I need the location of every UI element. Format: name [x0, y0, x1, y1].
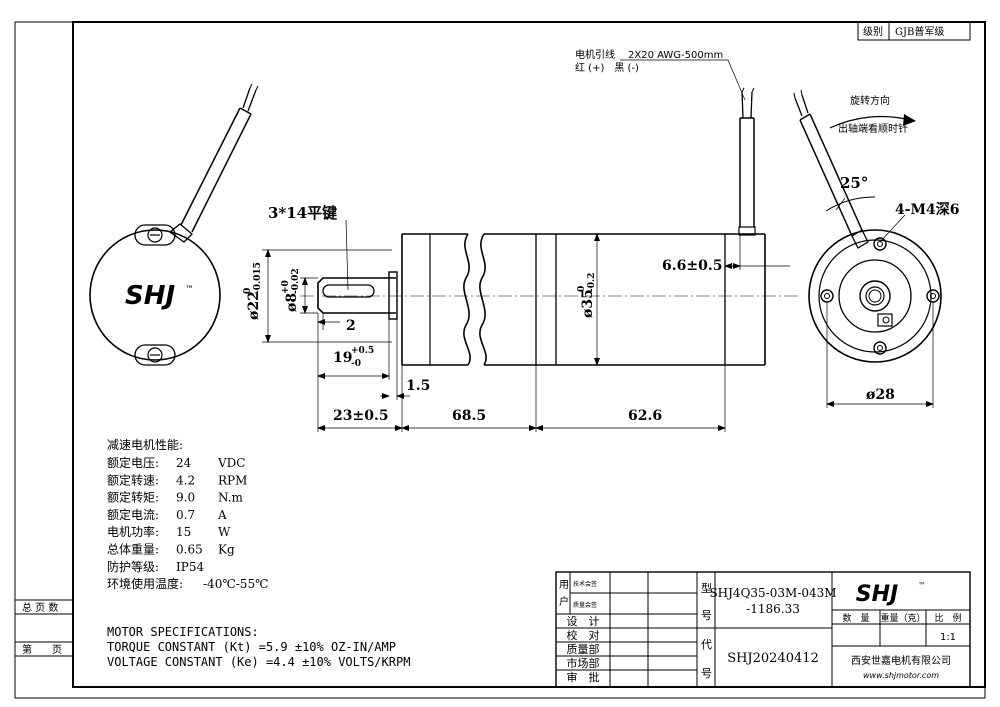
dim-62-6: 62.6	[628, 408, 662, 424]
shaft-dia-tol-up: 0	[243, 288, 253, 294]
spec-label: 总体重量:	[107, 543, 159, 557]
title-logo: SHJ	[856, 582, 898, 607]
dim-28: ø28	[866, 387, 895, 403]
tech-sign-label: 技术会签	[573, 580, 597, 588]
spec-value: 4.2	[176, 473, 195, 487]
drawing-code: SHJ20240412	[727, 651, 819, 666]
specs-en-voltage: VOLTAGE CONSTANT (Ke) =4.4 ±10% VOLTS/KR…	[107, 655, 410, 669]
model-line-2: -1186.33	[746, 602, 800, 616]
spec-unit: N.m	[218, 491, 244, 505]
spec-unit: Kg	[218, 543, 235, 557]
spec-unit: RPM	[218, 473, 247, 487]
lead-wire-label: 电机引线	[575, 48, 615, 61]
code-label-bottom: 号	[701, 667, 712, 680]
rotation-label: 旋转方向	[850, 94, 890, 107]
dim-1-5: 1.5	[406, 378, 430, 394]
specs-en-title: MOTOR SPECIFICATIONS:	[107, 625, 259, 639]
dim-23: 23±0.5	[333, 408, 389, 424]
specs-cn: 减速电机性能: 额定电压: 24 VDC 额定转速: 4.2 RPM 额定转矩: 9.0 N.m…	[107, 438, 269, 591]
type-label-top: 型	[701, 581, 712, 595]
spec-value: 9.0	[176, 491, 195, 505]
user-label-top: 用	[559, 580, 569, 591]
specs-en: MOTOR SPECIFICATIONS: TORQUE CONSTANT (K…	[107, 625, 410, 669]
type-label-bottom: 号	[701, 609, 712, 622]
spec-value: 15	[176, 525, 191, 539]
shaft-len-value: 19	[333, 350, 352, 366]
grade-value: GJB普军级	[895, 25, 944, 38]
shaft-len-tol-up: +0.5	[351, 346, 374, 356]
company-website: www.shjmotor.com	[863, 671, 939, 680]
left-view-logo: SHJ	[125, 281, 175, 311]
signoff-row-label: 质量部	[567, 642, 600, 656]
key-label: 3*14平键	[268, 204, 337, 222]
grade-box	[857, 21, 971, 41]
spec-value: -40℃-55℃	[203, 577, 269, 591]
page-number-label: 第 页	[22, 643, 62, 656]
body-dia-value: ø35	[580, 289, 596, 318]
weight-label: 重量（克）	[880, 612, 925, 624]
shaft-len-tol-low: -0	[351, 359, 361, 369]
spec-label: 防护等级:	[107, 559, 159, 574]
holes-label: 4-M4深6	[895, 201, 960, 218]
spec-value: 0.65	[176, 543, 203, 557]
shaft-dia-value: ø22	[246, 291, 262, 320]
spec-label: 额定转速:	[107, 472, 159, 487]
rotation-desc-label: 出轴端看顺时针	[838, 122, 908, 135]
spec-value: 0.7	[176, 508, 195, 522]
body-dia-tol-low: -0.2	[587, 273, 597, 292]
left-view-tm: ™	[185, 285, 194, 295]
dim-2: 2	[346, 318, 356, 334]
signoff-row-label: 市场部	[567, 656, 600, 670]
qty-label: 数 量	[842, 612, 869, 624]
spec-label: 额定转矩:	[107, 490, 159, 505]
sheet-border	[14, 21, 986, 699]
spec-label: 额定电流:	[107, 507, 159, 522]
spec-label: 电机功率:	[107, 524, 159, 539]
shaft-dia-dim: ø22 0 -0.015	[243, 262, 263, 320]
side-view	[317, 87, 766, 366]
dim-68-5: 68.5	[452, 408, 486, 424]
shaft-d8-value: ø8	[284, 293, 300, 312]
spec-unit: W	[218, 525, 231, 539]
title-block	[555, 571, 971, 688]
shaft-dia-tol-low: -0.015	[253, 262, 263, 294]
specs-en-torque: TORQUE CONSTANT (Kt) =5.9 ±10% OZ-IN/AMP	[107, 640, 396, 654]
body-dia-tol-up: 0	[577, 286, 587, 292]
scale-value: 1:1	[940, 632, 956, 643]
left-end-view	[89, 83, 259, 366]
scale-label: 比 例	[934, 612, 961, 624]
grade-label: 级别	[863, 26, 883, 38]
shaft-d8-dim: ø8 +0 -0.02	[281, 268, 301, 312]
spec-label: 环境使用温度:	[107, 576, 183, 591]
company-name: 西安世嘉电机有限公司	[851, 654, 951, 667]
lead-spec-label: 2X20 AWG-500mm	[628, 50, 723, 61]
user-label-bottom: 户	[559, 595, 569, 608]
shaft-d8-tol-low: -0.02	[291, 268, 301, 294]
rotation-arrowhead	[903, 114, 916, 126]
body-dia-dim: ø35 0 -0.2	[577, 273, 597, 318]
signoff-row-label: 设 计	[567, 615, 600, 628]
title-logo-tm: ™	[918, 581, 926, 590]
signoff-row-label: 审 批	[567, 670, 600, 684]
dimension-lines	[262, 59, 934, 432]
spec-unit: VDC	[217, 456, 245, 470]
lead-colors-label: 红 (+) 黑 (-)	[575, 61, 639, 74]
quality-sign-label: 质量会签	[573, 601, 597, 609]
dim-6-6: 6.6±0.5	[662, 258, 722, 274]
specs-cn-title: 减速电机性能:	[107, 438, 183, 452]
spec-value: 24	[176, 456, 192, 470]
shaft-d8-tol-up: +0	[281, 280, 291, 294]
signoff-row-label: 校 对	[567, 628, 600, 642]
model-line-1: SHJ4Q35-03M-043M	[709, 586, 836, 600]
spec-unit: A	[217, 508, 227, 522]
spec-value: IP54	[176, 560, 204, 574]
angle-label: 25°	[840, 174, 868, 192]
total-pages-label: 总 页 数	[22, 601, 58, 614]
spec-label: 额定电压:	[107, 455, 159, 470]
code-label-top: 代	[701, 638, 712, 651]
right-end-view	[793, 89, 942, 363]
